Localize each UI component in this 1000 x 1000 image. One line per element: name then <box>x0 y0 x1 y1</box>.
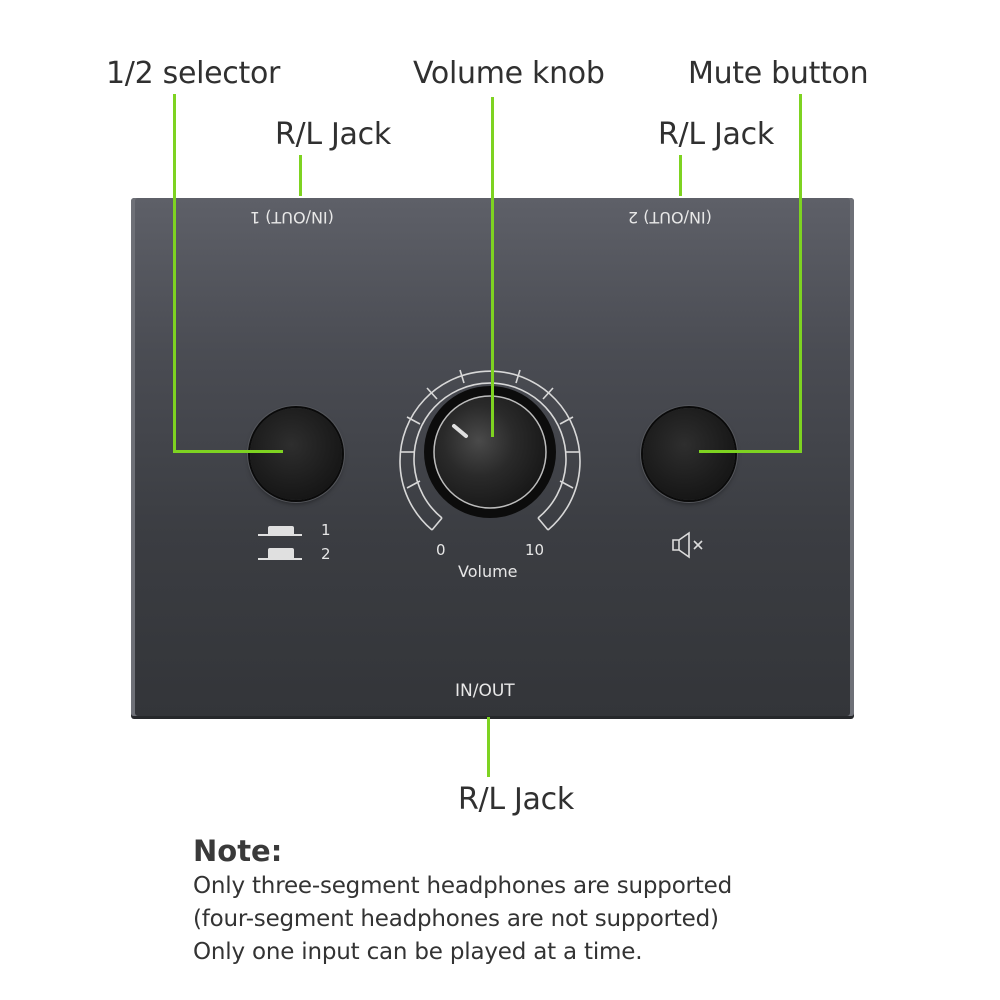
callout-selector: 1/2 selector <box>106 56 281 91</box>
note-line-3: Only one input can be played at a time. <box>193 939 643 965</box>
mute-button[interactable] <box>643 408 735 500</box>
volume-label: Volume <box>458 562 518 581</box>
callout-jack-1: R/L Jack <box>275 117 391 152</box>
port-label-in-out-2: (IN/OUT) 2 <box>628 208 712 227</box>
leader-mute-h <box>699 450 802 453</box>
leader-selector-h <box>173 450 283 453</box>
note-title: Note: <box>193 834 283 868</box>
leader-jack-1 <box>299 155 302 196</box>
callout-jack-bottom: R/L Jack <box>458 782 574 817</box>
callout-mute-button: Mute button <box>688 56 869 91</box>
leader-volume <box>491 97 494 437</box>
volume-min-label: 0 <box>436 541 446 559</box>
leader-mute <box>799 94 802 452</box>
selector-option-2: 2 <box>321 545 331 563</box>
leader-selector <box>173 94 176 452</box>
volume-max-label: 10 <box>525 541 545 559</box>
leader-jack-bottom <box>487 717 490 777</box>
callout-volume-knob: Volume knob <box>413 56 605 91</box>
switch-position-icon <box>258 526 302 560</box>
speaker-mute-icon <box>672 531 703 559</box>
note-line-1: Only three-segment headphones are suppor… <box>193 873 732 899</box>
selector-option-1: 1 <box>321 521 331 539</box>
callout-jack-2: R/L Jack <box>658 117 774 152</box>
selector-button[interactable] <box>250 408 342 500</box>
leader-jack-2 <box>679 155 682 196</box>
port-label-in-out-main: IN/OUT <box>455 681 515 701</box>
note-line-2: (four-segment headphones are not support… <box>193 906 719 932</box>
port-label-in-out-1: (IN/OUT) 1 <box>250 208 334 227</box>
volume-dial-icon <box>399 369 581 531</box>
